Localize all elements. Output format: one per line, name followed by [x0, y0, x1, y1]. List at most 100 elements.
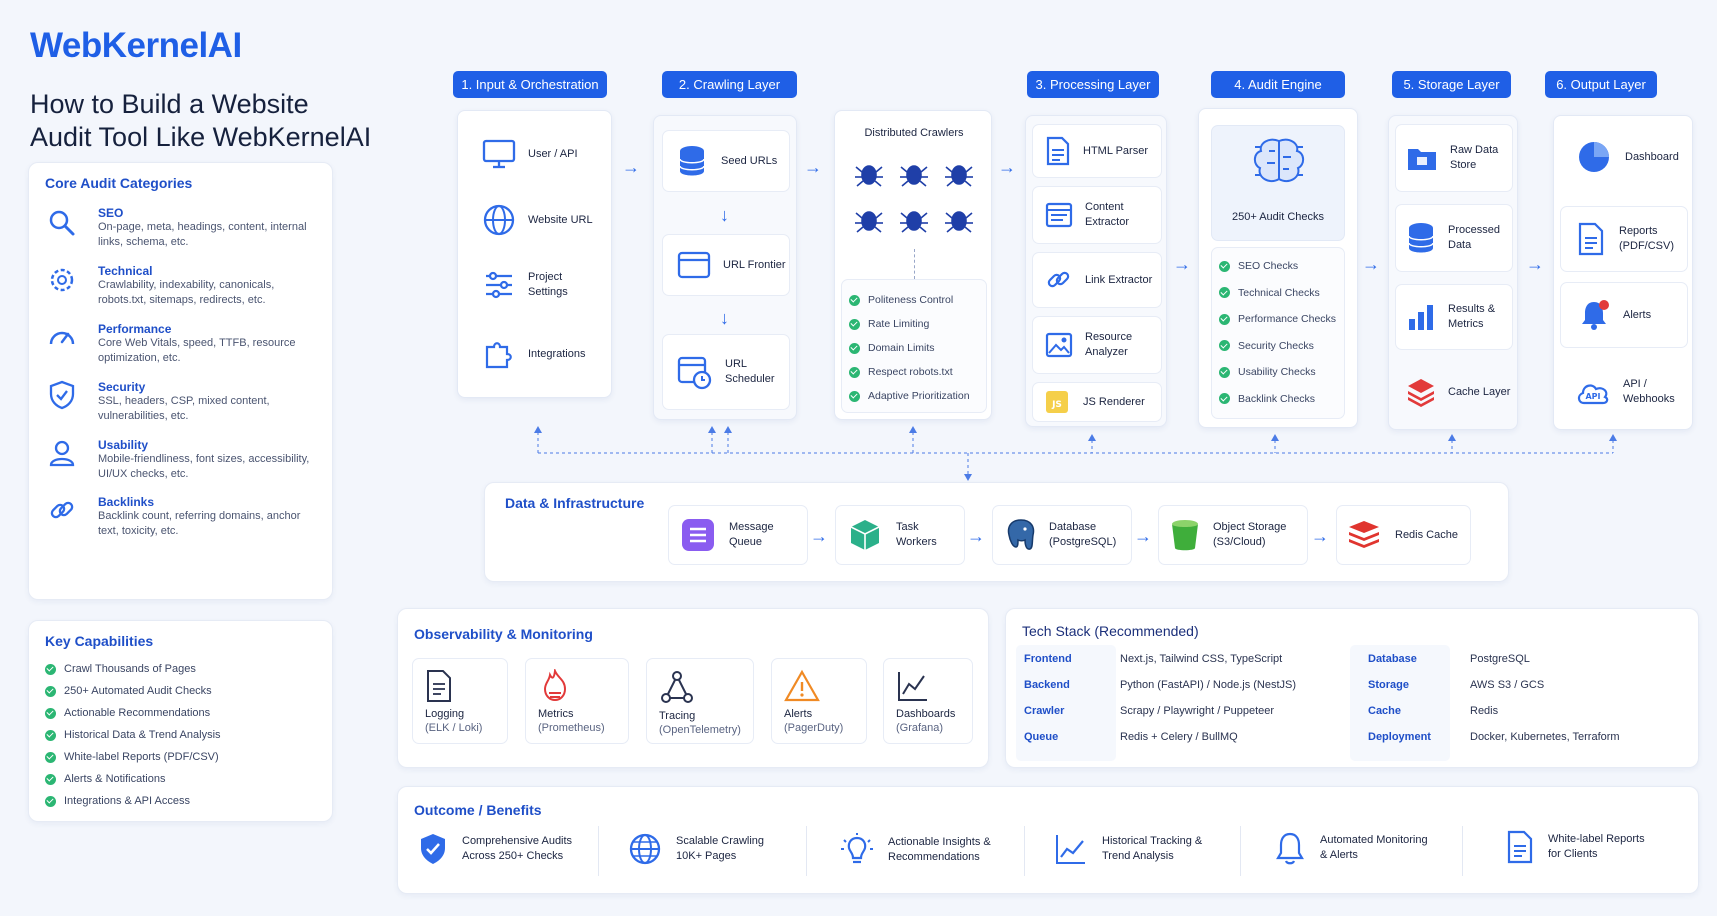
logging-tile: Logging(ELK / Loki) — [412, 658, 508, 744]
check-icon — [45, 729, 56, 741]
benefits-panel: Outcome / Benefits — [397, 786, 1699, 894]
globe-icon — [483, 204, 515, 236]
tech-key: Crawler — [1024, 705, 1065, 717]
check-icon — [849, 390, 860, 402]
api-cloud-icon: API — [1577, 384, 1609, 405]
flow-arrow: → — [810, 526, 828, 546]
flow-arrow: → — [1311, 526, 1329, 546]
check-icon — [849, 294, 860, 306]
monitor-icon — [482, 139, 516, 169]
tech-value: Next.js, Tailwind CSS, TypeScript — [1120, 653, 1283, 665]
shield-icon — [49, 380, 75, 410]
speedometer-icon — [49, 331, 75, 345]
flow-arrow: → — [998, 157, 1016, 177]
brand-logo-text: WebKernelAI — [30, 26, 242, 65]
bucket-icon — [1172, 520, 1198, 551]
flow-arrow: → — [1526, 254, 1544, 274]
check-icon — [849, 342, 860, 354]
tech-key: Backend — [1024, 679, 1070, 691]
layer-tab-storage: 5. Storage Layer — [1392, 71, 1511, 98]
capability-item: Historical Data & Trend Analysis — [45, 724, 221, 746]
page-title: How to Build a Website Audit Tool Like W… — [30, 88, 410, 154]
check-icon — [849, 318, 860, 330]
bell-icon — [1582, 300, 1609, 330]
dotted-connector — [914, 249, 915, 279]
check-icon — [1219, 287, 1230, 299]
metrics-tile: Metrics(Prometheus) — [525, 658, 629, 744]
capability-item: Alerts & Notifications — [45, 768, 221, 790]
capability-item: Integrations & API Access — [45, 790, 221, 812]
shield-check-icon — [421, 834, 445, 864]
gear-icon — [50, 268, 74, 292]
tech-key: Deployment — [1368, 731, 1431, 743]
folder-icon — [1408, 149, 1436, 170]
document-icon — [1046, 136, 1070, 166]
audit-checks-label: 250+ Audit Checks — [1231, 211, 1325, 223]
flow-arrow-down: ↓ — [720, 308, 729, 328]
tracing-tile: Tracing(OpenTelemetry) — [646, 658, 754, 744]
audit-checks-list-box — [1211, 247, 1345, 419]
audit-checks-list: SEO Checks Technical Checks Performance … — [1219, 253, 1336, 412]
url-frontier-box: URL Frontier — [662, 234, 790, 296]
browser-window-icon — [677, 251, 711, 279]
log-document-icon — [427, 670, 451, 702]
tracing-nodes-icon — [661, 671, 693, 703]
database-icon — [679, 146, 705, 176]
title-line-2: Audit Tool Like WebKernelAI — [30, 122, 372, 152]
core-categories-title: Core Audit Categories — [45, 175, 193, 191]
tech-left-column-bg — [1016, 645, 1116, 761]
js-icon: JS — [1046, 391, 1068, 413]
tech-key: Queue — [1024, 731, 1059, 743]
tech-value: Redis + Celery / BullMQ — [1120, 731, 1238, 743]
layer-tab-input: 1. Input & Orchestration — [453, 71, 607, 98]
tech-key: Storage — [1368, 679, 1409, 691]
reports-box: Reports(PDF/CSV) — [1560, 206, 1688, 272]
user-icon — [49, 440, 75, 467]
check-icon — [45, 663, 56, 675]
website-url-item: Website URL — [482, 203, 593, 237]
redis-icon — [1349, 521, 1379, 548]
benefit-item: Actionable Insights &Recommendations — [840, 832, 991, 868]
image-icon — [1045, 332, 1073, 358]
check-icon — [45, 685, 56, 697]
link-extractor-box: Link Extractor — [1032, 252, 1162, 308]
crawler-bugs-icon — [855, 165, 973, 233]
integrations-item: Integrations — [482, 337, 585, 371]
tech-key: Cache — [1368, 705, 1402, 717]
stack-layers-icon — [1408, 379, 1434, 407]
lightbulb-icon — [841, 833, 873, 864]
capabilities-title: Key Capabilities — [45, 633, 154, 649]
flow-arrow: → — [967, 526, 985, 546]
check-icon — [45, 795, 56, 807]
capability-item: Crawl Thousands of Pages — [45, 658, 221, 680]
cube-icon — [850, 520, 880, 550]
check-icon — [45, 773, 56, 785]
audit-engine-stage: 250+ Audit Checks SEO Checks Technical C… — [1198, 108, 1358, 428]
redis-cache-box: Redis Cache — [1336, 505, 1471, 565]
tech-value: AWS S3 / GCS — [1470, 679, 1545, 691]
divider — [806, 826, 807, 876]
cache-layer-box: Cache Layer — [1395, 360, 1513, 424]
check-icon — [849, 366, 860, 378]
title-line-1: How to Build a Website — [30, 89, 309, 119]
capabilities-list: Crawl Thousands of Pages 250+ Automated … — [45, 658, 221, 812]
divider — [1240, 826, 1241, 876]
tech-value: Docker, Kubernetes, Terraform — [1470, 731, 1620, 743]
object-storage-box: Object Storage(S3/Cloud) — [1158, 505, 1308, 565]
layer-tab-audit: 4. Audit Engine — [1211, 71, 1345, 98]
tech-value: Redis — [1470, 705, 1499, 717]
tech-key: Frontend — [1024, 653, 1072, 665]
capability-item: White-label Reports (PDF/CSV) — [45, 746, 221, 768]
